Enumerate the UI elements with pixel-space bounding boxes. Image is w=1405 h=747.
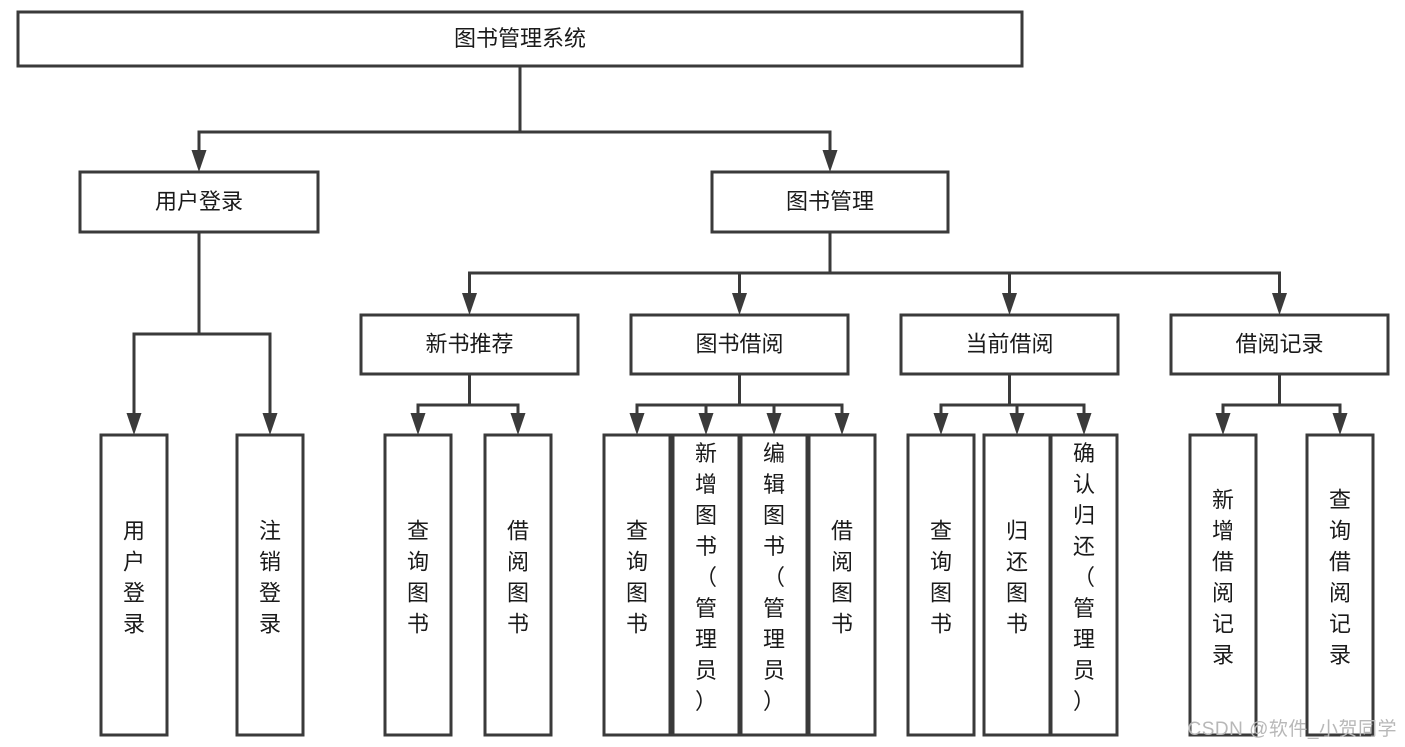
node-leaf-return-book[interactable]: 归还图书 — [982, 433, 1052, 737]
node-label-current-borrow: 当前借阅 — [965, 331, 1053, 356]
node-label-root: 图书管理系统 — [454, 26, 586, 51]
arrow-head-icon — [1215, 413, 1231, 435]
node-label-leaf-query-book-recommend: 查询图书 — [407, 519, 429, 637]
node-box-user-login[interactable] — [78, 170, 320, 234]
node-box-new-book-recommend[interactable] — [359, 313, 580, 376]
arrow-head-icon — [822, 150, 838, 172]
node-label-book-manage: 图书管理 — [786, 189, 874, 214]
node-label-leaf-query-borrow-record: 查询借阅记录 — [1329, 488, 1351, 668]
node-label-leaf-user-login: 用户登录 — [123, 519, 145, 637]
node-label-book-borrow: 图书借阅 — [695, 331, 783, 356]
node-box-leaf-add-borrow-record[interactable] — [1188, 433, 1258, 737]
arrow-head-icon — [629, 413, 645, 435]
node-box-leaf-borrow-book-recommend[interactable] — [483, 433, 553, 737]
node-leaf-borrow-book-recommend[interactable]: 借阅图书 — [483, 433, 553, 737]
arrow-head-icon — [1076, 413, 1092, 435]
arrow-head-icon — [1002, 293, 1017, 315]
node-leaf-edit-book[interactable]: 编辑图书（管理员） — [739, 433, 809, 737]
node-label-leaf-confirm-return: 确认归还（管理员） — [1073, 441, 1095, 714]
node-leaf-query-book-recommend[interactable]: 查询图书 — [383, 433, 453, 737]
node-box-leaf-borrow-book[interactable] — [807, 433, 877, 737]
node-label-leaf-query-book-borrow: 查询图书 — [626, 519, 648, 637]
node-box-leaf-logout[interactable] — [235, 433, 305, 737]
arrow-head-icon — [126, 413, 142, 435]
node-box-book-borrow[interactable] — [629, 313, 850, 376]
node-leaf-borrow-book[interactable]: 借阅图书 — [807, 433, 877, 737]
node-label-borrow-record: 借阅记录 — [1235, 331, 1323, 356]
arrow-head-icon — [834, 413, 850, 435]
node-box-leaf-query-borrow-record[interactable] — [1305, 433, 1375, 737]
connector-c-current-borrow — [933, 372, 1092, 435]
arrow-head-icon — [510, 413, 526, 435]
node-book-borrow[interactable]: 图书借阅 — [629, 313, 850, 376]
node-box-leaf-query-book-current[interactable] — [906, 433, 976, 737]
node-label-leaf-borrow-book-recommend: 借阅图书 — [507, 519, 529, 637]
node-box-leaf-query-book-recommend[interactable] — [383, 433, 453, 737]
csdn-watermark: CSDN @软件_小贺同学 — [1187, 719, 1397, 740]
node-label-leaf-logout: 注销登录 — [259, 519, 281, 637]
node-label-leaf-query-book-current: 查询图书 — [930, 519, 952, 637]
arrow-head-icon — [933, 413, 949, 435]
connector-c-user-login — [126, 230, 278, 435]
node-leaf-user-login[interactable]: 用户登录 — [99, 433, 169, 737]
node-root[interactable]: 图书管理系统 — [16, 10, 1024, 68]
node-label-user-login: 用户登录 — [155, 189, 243, 214]
connector-c-book-manage — [462, 230, 1287, 315]
node-user-login[interactable]: 用户登录 — [78, 170, 320, 234]
arrow-head-icon — [1332, 413, 1348, 435]
node-label-leaf-add-borrow-record: 新增借阅记录 — [1212, 488, 1234, 668]
node-label-leaf-return-book: 归还图书 — [1006, 519, 1028, 637]
connector-c-book-borrow — [629, 372, 850, 435]
node-current-borrow[interactable]: 当前借阅 — [899, 313, 1120, 376]
node-leaf-add-book[interactable]: 新增图书（管理员） — [671, 433, 741, 737]
node-label-leaf-edit-book: 编辑图书（管理员） — [763, 441, 785, 714]
node-box-current-borrow[interactable] — [899, 313, 1120, 376]
node-new-book-recommend[interactable]: 新书推荐 — [359, 313, 580, 376]
arrow-head-icon — [1009, 413, 1025, 435]
connector-c-borrow-record — [1215, 372, 1348, 435]
node-label-leaf-borrow-book: 借阅图书 — [831, 519, 853, 637]
node-label-leaf-add-book: 新增图书（管理员） — [695, 441, 717, 714]
node-book-manage[interactable]: 图书管理 — [710, 170, 950, 234]
node-box-root[interactable] — [16, 10, 1024, 68]
node-label-new-book-recommend: 新书推荐 — [425, 331, 513, 356]
connector-layer — [126, 64, 1348, 435]
node-leaf-confirm-return[interactable]: 确认归还（管理员） — [1049, 433, 1119, 737]
node-box-leaf-add-book[interactable] — [671, 433, 741, 737]
connector-c-new-book-recommend — [410, 372, 526, 435]
node-box-leaf-edit-book[interactable] — [739, 433, 809, 737]
arrow-head-icon — [191, 150, 207, 172]
arrow-head-icon — [462, 293, 477, 315]
node-box-borrow-record[interactable] — [1169, 313, 1390, 376]
arrow-head-icon — [410, 413, 426, 435]
node-leaf-query-book-borrow[interactable]: 查询图书 — [602, 433, 672, 737]
arrow-head-icon — [732, 293, 747, 315]
node-borrow-record[interactable]: 借阅记录 — [1169, 313, 1390, 376]
node-layer: 图书管理系统用户登录图书管理新书推荐图书借阅当前借阅借阅记录用户登录注销登录查询… — [16, 10, 1390, 737]
connector-c-root — [191, 64, 838, 172]
arrow-head-icon — [698, 413, 714, 435]
arrow-head-icon — [262, 413, 278, 435]
node-leaf-query-borrow-record[interactable]: 查询借阅记录 — [1305, 433, 1375, 737]
node-leaf-query-book-current[interactable]: 查询图书 — [906, 433, 976, 737]
arrow-head-icon — [1272, 293, 1287, 315]
node-leaf-add-borrow-record[interactable]: 新增借阅记录 — [1188, 433, 1258, 737]
node-box-book-manage[interactable] — [710, 170, 950, 234]
node-box-leaf-confirm-return[interactable] — [1049, 433, 1119, 737]
node-leaf-logout[interactable]: 注销登录 — [235, 433, 305, 737]
node-box-leaf-user-login[interactable] — [99, 433, 169, 737]
arrow-head-icon — [766, 413, 782, 435]
node-box-leaf-query-book-borrow[interactable] — [602, 433, 672, 737]
